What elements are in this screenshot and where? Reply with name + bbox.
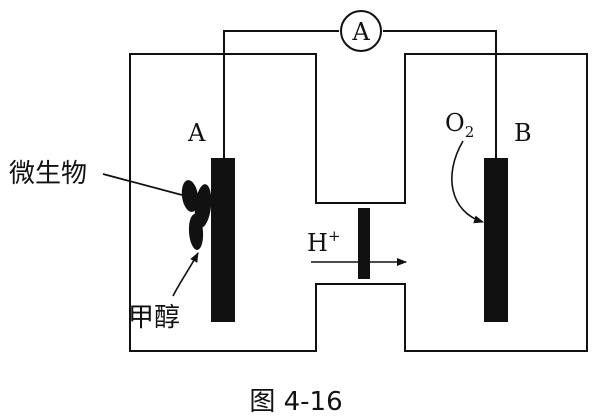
wire-right — [383, 30, 497, 158]
proton-label: H+ — [307, 227, 341, 257]
electrode-b — [484, 158, 508, 322]
electrode-b-label: B — [514, 119, 532, 147]
microbe-pointer-line — [102, 173, 183, 196]
ammeter-symbol: A — [351, 18, 370, 46]
microbe-label: 微生物 — [9, 159, 87, 189]
microbe-blob — [188, 214, 204, 250]
oxygen-arrow — [451, 140, 484, 224]
oxygen-label: O2 — [445, 109, 474, 141]
wire-left — [223, 30, 339, 158]
methanol-label: 甲醇 — [128, 303, 180, 333]
methanol-arrow — [172, 252, 199, 297]
electrode-a — [211, 158, 235, 322]
cell-outline — [129, 53, 588, 352]
proton-superscript: + — [328, 227, 341, 245]
oxygen-subscript: 2 — [465, 123, 475, 141]
proton-exchange-membrane — [358, 208, 370, 279]
electrode-a-label: A — [187, 119, 206, 147]
microbe-blob — [181, 180, 199, 212]
figure-caption: 图 4-16 — [249, 387, 342, 417]
ammeter-circle — [340, 10, 382, 52]
microbe-cluster — [181, 180, 212, 250]
